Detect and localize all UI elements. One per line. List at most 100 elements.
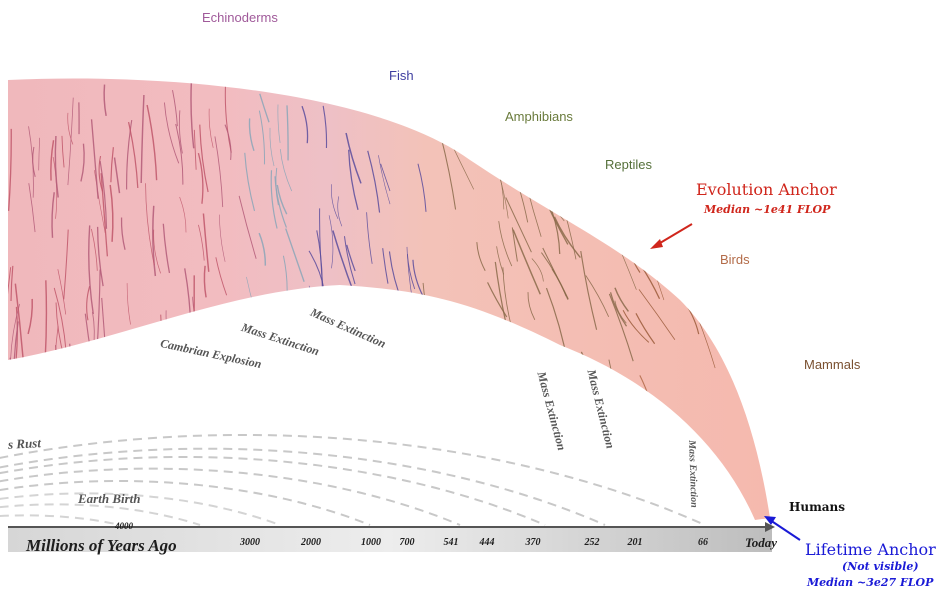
tree-branch <box>761 270 770 317</box>
time-axis-arrowhead <box>765 522 775 532</box>
time-arc <box>0 492 281 526</box>
tree-branch <box>199 124 209 193</box>
tree-branch <box>279 149 293 192</box>
tree-branch <box>152 205 157 277</box>
tree-branch <box>99 160 108 229</box>
tree-branch <box>61 135 65 168</box>
tree-branch <box>622 310 650 343</box>
tree-branch <box>754 235 770 268</box>
tree-branch <box>571 171 601 236</box>
time-axis-bar <box>8 528 772 552</box>
humans-label: Humans <box>789 500 846 514</box>
tree-branch <box>54 345 68 416</box>
era-label-rust: s Rust <box>7 435 42 452</box>
tree-branch <box>86 286 91 321</box>
tree-branch <box>32 146 36 178</box>
tick-4000: 4000 <box>115 521 133 531</box>
tree-branch <box>8 128 12 211</box>
tree-branch <box>190 81 195 149</box>
tree-branch <box>457 309 483 365</box>
tree-branch <box>631 199 664 247</box>
tree-branch <box>659 80 671 116</box>
tree-branch <box>689 262 725 317</box>
tick-252: 252 <box>584 537 600 548</box>
lifetime-anchor-title: Lifetime Anchor <box>805 540 936 559</box>
tree-branch <box>505 197 532 253</box>
tree-branch <box>208 108 214 148</box>
tree-branch <box>343 236 356 285</box>
tree-branch <box>541 252 567 297</box>
group-label-echinoderms: Echinoderms <box>202 10 278 25</box>
tree-branch <box>364 312 387 391</box>
tree-branch <box>392 367 400 405</box>
tree-branch <box>591 104 626 163</box>
tick-541: 541 <box>443 537 459 548</box>
tree-branch <box>162 223 171 274</box>
era-label-earth-birth: Earth Birth <box>78 491 141 506</box>
tree-branch <box>94 170 106 234</box>
tree-branch <box>134 360 137 415</box>
tree-branch <box>175 123 184 185</box>
tree-branch <box>179 196 187 233</box>
tree-branch <box>444 357 462 412</box>
tree-branch <box>710 293 728 348</box>
tree-branch <box>233 379 237 411</box>
tree-branch <box>54 135 59 198</box>
tree-branch <box>145 183 155 266</box>
tree-branch <box>245 356 248 444</box>
tree-branch <box>346 244 356 272</box>
tree-branch <box>80 143 85 182</box>
time-arc <box>0 480 371 526</box>
tree-branch <box>10 265 14 302</box>
tree-branch <box>126 283 131 325</box>
tree-branch <box>571 355 591 437</box>
time-arc <box>0 433 706 526</box>
tree-branch <box>172 90 178 127</box>
tree-branch <box>399 351 409 439</box>
tree-branch <box>474 94 494 143</box>
tree-branch <box>666 222 695 257</box>
tree-branch <box>511 227 518 262</box>
tree-branch <box>454 90 476 138</box>
tree-branch <box>197 152 204 204</box>
tree-branch <box>51 192 55 238</box>
tree-branch <box>8 267 12 321</box>
tree-branch <box>674 251 685 276</box>
tree-branch <box>527 292 536 321</box>
tree-branch <box>382 248 389 284</box>
tree-branch <box>203 265 207 298</box>
tree-branch <box>67 97 74 186</box>
lifetime-anchor-arrow <box>764 516 801 541</box>
tree-branch <box>163 102 180 164</box>
axis-title: Millions of Years Ago <box>26 536 177 555</box>
time-arc <box>0 514 121 526</box>
tick-700: 700 <box>399 537 415 548</box>
tree-branch <box>727 149 745 175</box>
tree-branch <box>740 262 761 295</box>
tree-branch <box>113 157 121 194</box>
time-arc <box>0 503 201 526</box>
tree-branch <box>380 163 391 192</box>
tree-branch <box>598 124 616 152</box>
tree-branch <box>319 208 324 292</box>
tree-branch <box>553 216 581 259</box>
tree-branch <box>345 132 362 184</box>
tree-branch <box>715 277 728 298</box>
tree-branch <box>224 79 232 153</box>
tree-branch <box>723 106 756 158</box>
tree-branch <box>650 123 661 151</box>
tree-branch <box>608 293 634 362</box>
tree-branch <box>328 215 334 269</box>
tree-branch <box>476 105 487 154</box>
group-label-amphibians: Amphibians <box>505 109 573 124</box>
tree-branch <box>635 313 656 345</box>
tree-branch <box>698 320 716 369</box>
tree-branch <box>534 119 560 187</box>
tree-branch <box>67 112 74 145</box>
tick-201: 201 <box>627 537 643 548</box>
tree-branch <box>277 104 281 143</box>
tree-branch <box>396 83 412 127</box>
evolution-anchor-subtitle: Median ~1e41 FLOP <box>704 203 831 216</box>
tree-branch <box>488 107 504 158</box>
tree-branch <box>193 129 197 170</box>
